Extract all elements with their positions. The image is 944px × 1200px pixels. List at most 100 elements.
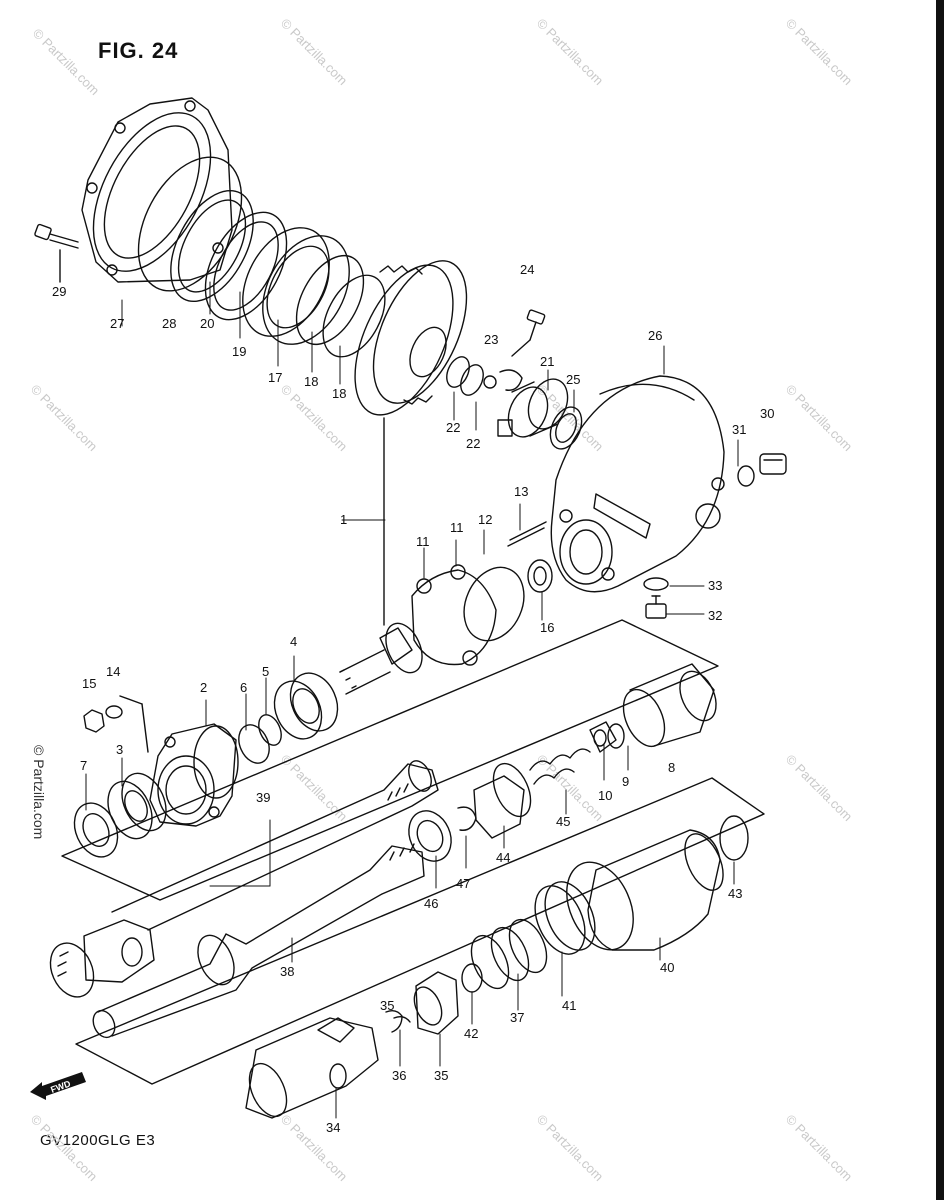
washer-5 [254, 711, 285, 748]
callout-c-17: 17 [268, 370, 282, 385]
stud-13 [508, 522, 546, 546]
nut-10 [590, 722, 616, 752]
ring-gear-1 [335, 247, 486, 625]
callout-c-25: 25 [566, 372, 580, 387]
callout-c-7: 7 [80, 758, 87, 773]
circlip-47 [458, 807, 476, 830]
boot-40 [554, 828, 731, 960]
filler-cap-30 [760, 454, 786, 474]
watermark: © Partzilla.com [534, 16, 607, 89]
universal-joint-upper [42, 920, 154, 1004]
callout-c-35b: 35 [434, 1068, 448, 1083]
forward-arrow-icon: FWD [30, 1072, 86, 1100]
washer-9 [608, 724, 624, 748]
leader-lines [86, 282, 738, 1118]
pinion-gear-shaft [340, 618, 429, 694]
bolt-29 [34, 224, 78, 282]
callout-c-24: 24 [520, 262, 534, 277]
callout-c-46: 46 [424, 896, 438, 911]
page-edge-rail [936, 0, 944, 1200]
watermark: © Partzilla.com [28, 382, 101, 455]
bearing-16 [528, 560, 552, 592]
shim-18b [310, 265, 397, 367]
callout-c-44: 44 [496, 850, 510, 865]
callout-c-11b: 11 [450, 520, 464, 535]
watermark: © Partzilla.com [278, 752, 351, 825]
callout-c-33: 33 [708, 578, 722, 593]
callout-c-20: 20 [200, 316, 214, 331]
callout-c-45: 45 [556, 814, 570, 829]
o-ring-6 [233, 720, 275, 768]
callout-c-43: 43 [728, 886, 742, 901]
universal-joint-34 [242, 1018, 378, 1122]
callout-c-26: 26 [648, 328, 662, 343]
callout-c-4: 4 [290, 634, 297, 649]
shim-20 [154, 177, 270, 315]
callout-c-37: 37 [510, 1010, 524, 1025]
callout-c-21: 21 [540, 354, 554, 369]
callout-c-29: 29 [52, 284, 66, 299]
callout-c-11a: 11 [416, 534, 430, 549]
washer-23 [484, 370, 522, 390]
callout-c-32: 32 [708, 608, 722, 623]
callout-c-8: 8 [668, 760, 675, 775]
subassembly-frame-lower [76, 778, 764, 1084]
seal-41 [525, 874, 604, 962]
callout-c-14: 14 [106, 664, 120, 679]
callout-c-22b: 22 [466, 436, 480, 451]
watermark: © Partzilla.com [783, 752, 856, 825]
coupling-8 [615, 664, 723, 753]
watermark: © Partzilla.com [28, 1112, 101, 1185]
circlip-36 [386, 1011, 410, 1032]
callout-c-15: 15 [82, 676, 96, 691]
bearing-3 [100, 766, 175, 845]
callout-c-42: 42 [464, 1026, 478, 1041]
callout-c-16: 16 [540, 620, 554, 635]
bearing-17 [225, 213, 367, 359]
shim-19 [189, 199, 303, 333]
callout-c-36: 36 [392, 1068, 406, 1083]
drain-plug-32 [646, 596, 666, 618]
callout-c-1: 1 [340, 512, 347, 527]
model-code: GV1200GLG E3 [40, 1132, 156, 1149]
bearing-21 [498, 373, 575, 443]
shim-12 [453, 558, 535, 650]
callout-c-5: 5 [262, 664, 269, 679]
callout-c-47: 47 [456, 876, 470, 891]
callout-c-27: 27 [110, 316, 124, 331]
gasket-31 [738, 466, 754, 486]
drive-shaft-38 [89, 844, 424, 1041]
callout-c-18b: 18 [332, 386, 346, 401]
watermark: © Partzilla.com [783, 16, 856, 89]
callout-c-23: 23 [484, 332, 498, 347]
callout-c-28: 28 [162, 316, 176, 331]
callout-c-34: 34 [326, 1120, 340, 1135]
leader-line [120, 696, 142, 704]
shim-11 [412, 565, 496, 665]
final-gear-case-26 [551, 376, 724, 592]
watermark-vertical: © Partzilla.com [31, 745, 47, 839]
oil-seal-46 [401, 804, 459, 868]
bearing-case-2 [150, 724, 238, 826]
callout-c-2: 2 [200, 680, 207, 695]
nut-15 [84, 710, 104, 732]
yoke-35 [409, 972, 458, 1034]
callout-c-22a: 22 [446, 420, 460, 435]
callout-c-41: 41 [562, 998, 576, 1013]
oil-seal-7 [66, 796, 125, 863]
oil-seal-25 [544, 402, 587, 454]
washer-33 [644, 578, 668, 590]
damper-cam-44 [474, 758, 538, 838]
callout-c-19: 19 [232, 344, 246, 359]
subassembly-frame-upper [62, 620, 718, 900]
watermark: © Partzilla.com [783, 1112, 856, 1185]
shim-18a [283, 244, 378, 355]
o-ring-43 [720, 816, 748, 860]
callout-c-39: 39 [256, 790, 270, 805]
o-ring-28 [117, 140, 262, 308]
callout-c-6: 6 [240, 680, 247, 695]
callout-c-3: 3 [116, 742, 123, 757]
